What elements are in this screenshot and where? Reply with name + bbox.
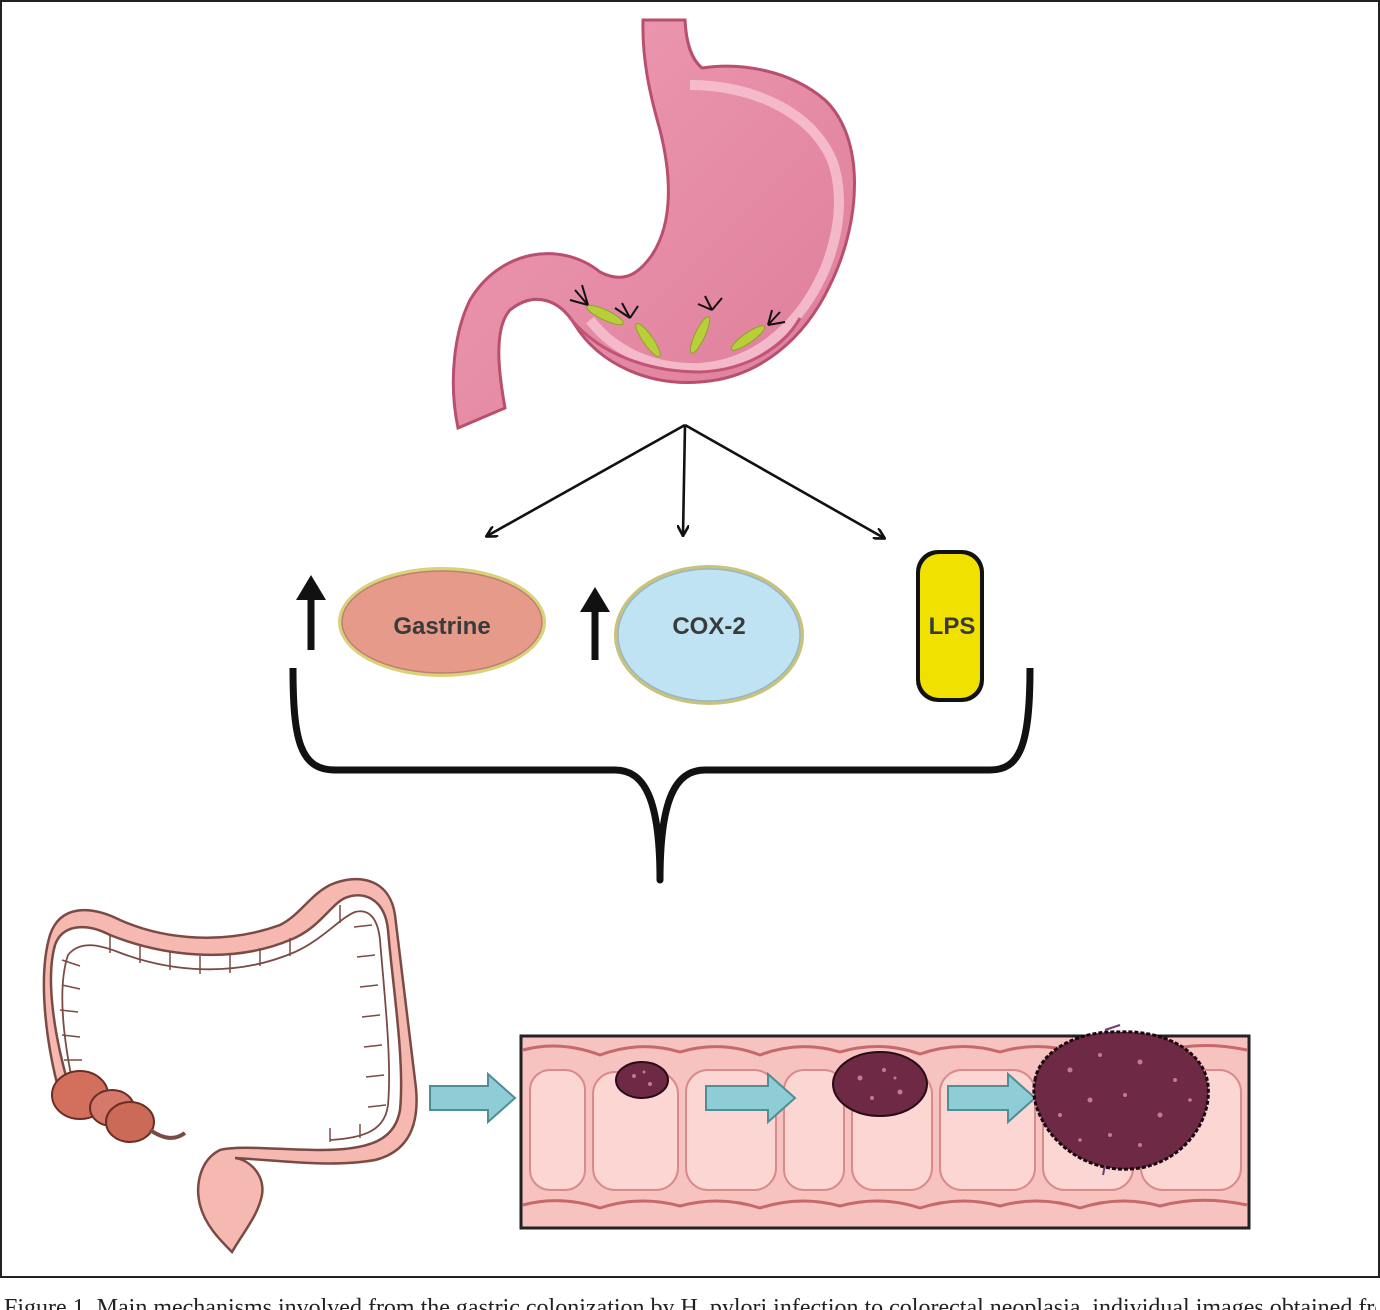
figure-caption: Figure 1. Main mechanisms involved from … (4, 1296, 1376, 1310)
cox2-label: COX-2 (672, 613, 745, 640)
up-arrow-cox2 (580, 587, 610, 660)
stomach-inner-lining (586, 80, 844, 374)
colon-inner-line (61, 910, 390, 1141)
gastrine-label: Gastrine (393, 613, 490, 640)
lps-label: LPS (929, 613, 976, 640)
merge-brace (289, 667, 1034, 884)
cox2-node: COX-2 (614, 565, 804, 705)
large-tumor (1032, 1024, 1210, 1176)
stomach-curvature (568, 317, 802, 374)
branch-arrows (487, 423, 884, 538)
appendix (148, 1128, 187, 1140)
intestine-section (519, 1024, 1251, 1230)
bacteria-flagella (569, 284, 786, 326)
medium-polyp (832, 1051, 928, 1117)
progression-arrow-2 (705, 1071, 797, 1125)
lps-node: LPS (916, 550, 984, 702)
colon-tumor-mass (51, 1070, 155, 1143)
stomach-body (451, 18, 856, 431)
colon-haustra (59, 905, 387, 1142)
stomach-illustration (451, 18, 856, 431)
progression-arrow-3 (947, 1071, 1037, 1125)
arrow-to-gastrine (487, 423, 686, 536)
h-pylori-bacteria (586, 304, 766, 358)
small-polyp (615, 1061, 669, 1099)
colon-illustration (42, 877, 418, 1255)
up-arrow-gastrine (296, 575, 326, 650)
gastrine-node: Gastrine (338, 567, 546, 677)
arrow-to-cox2 (683, 424, 685, 535)
progression-arrow-1 (429, 1071, 517, 1125)
mucosa-bottom (522, 1198, 1248, 1210)
arrow-to-lps (684, 423, 884, 538)
